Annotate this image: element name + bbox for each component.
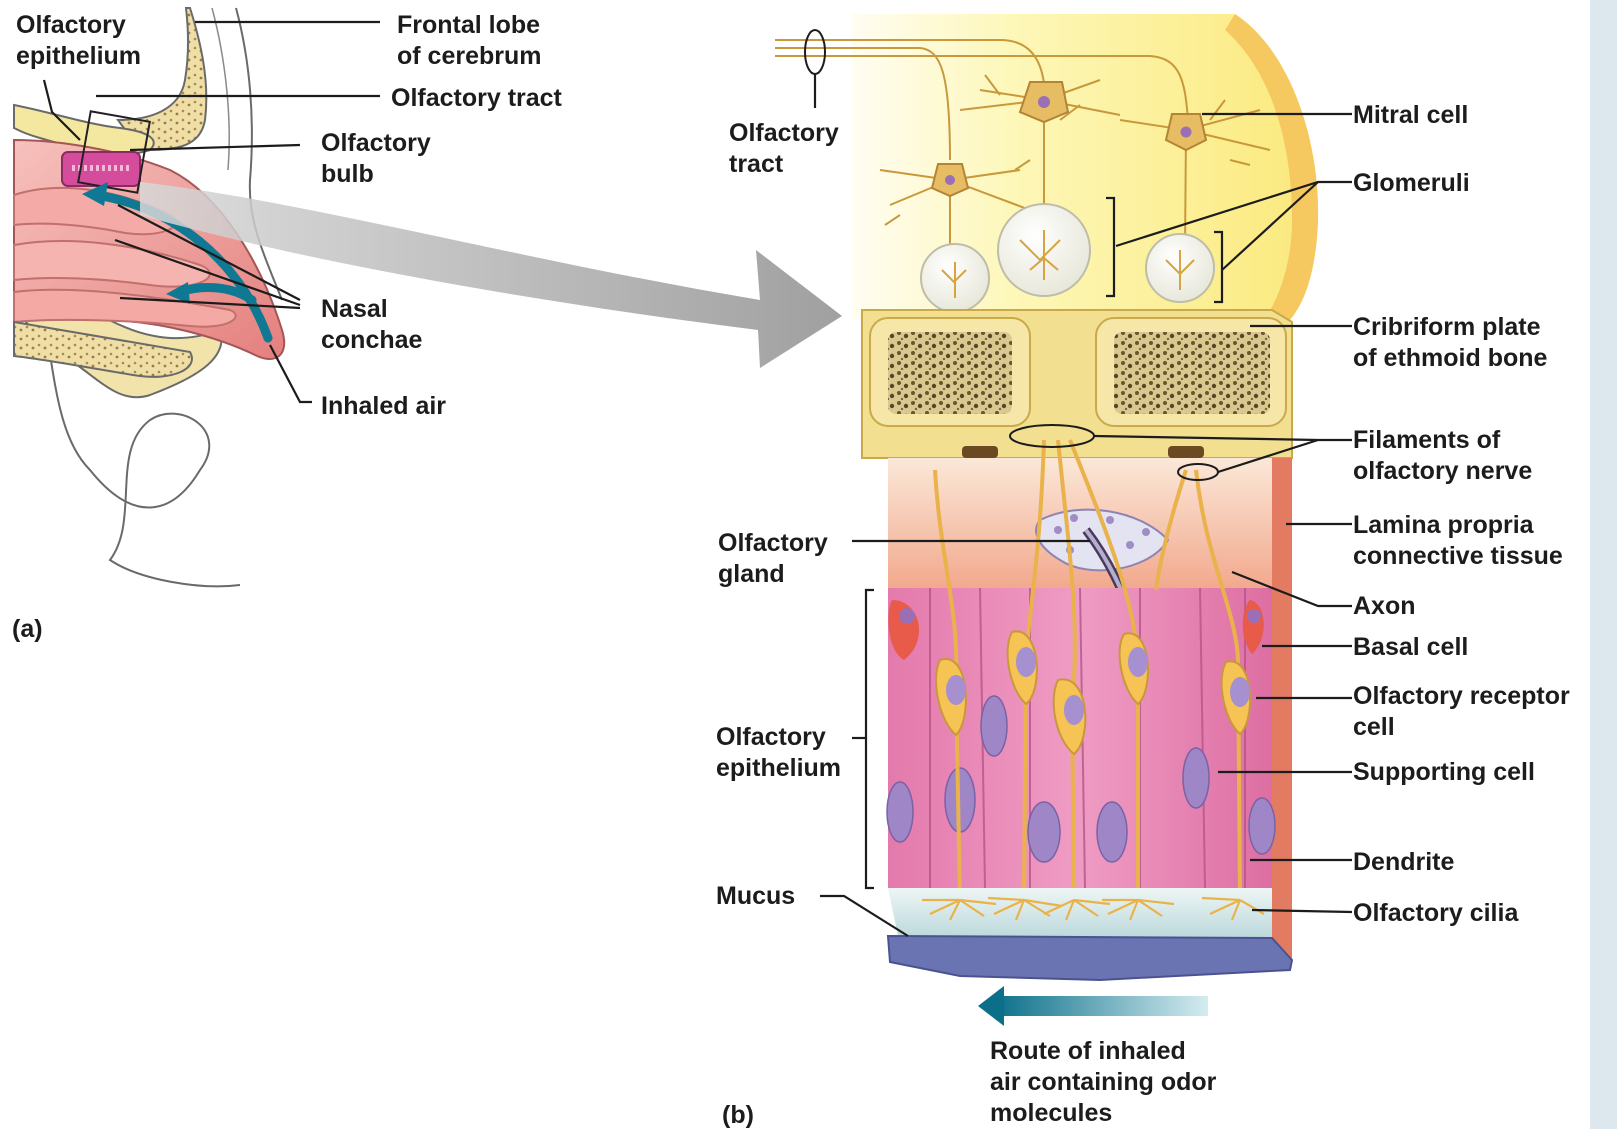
label-dendrite: Dendrite	[1353, 847, 1454, 878]
panel-a-tag: (a)	[12, 614, 43, 645]
label-cribriform-plate: Cribriform plate of ethmoid bone	[1353, 312, 1547, 374]
label-olfactory-bulb: Olfactory bulb	[321, 128, 431, 190]
label-a-olfactory-tract: Olfactory tract	[391, 83, 562, 114]
label-frontal-lobe: Frontal lobe of cerebrum	[397, 10, 541, 72]
label-route-of-air: Route of inhaled air containing odor mol…	[990, 1036, 1216, 1129]
label-olfactory-gland: Olfactory gland	[718, 528, 828, 590]
label-olfactory-receptor-cell: Olfactory receptor cell	[1353, 681, 1570, 743]
label-axon: Axon	[1353, 591, 1416, 622]
cribriform-plate	[862, 310, 1292, 458]
label-mucus: Mucus	[716, 881, 795, 912]
panel-b-section	[775, 14, 1318, 1026]
label-filaments: Filaments of olfactory nerve	[1353, 425, 1532, 487]
label-basal-cell: Basal cell	[1353, 632, 1468, 663]
route-air-arrow	[978, 986, 1208, 1026]
label-nasal-conchae: Nasal conchae	[321, 294, 422, 356]
panel-b-tag: (b)	[722, 1100, 754, 1131]
label-inhaled-air: Inhaled air	[321, 391, 446, 422]
label-a-olfactory-epithelium: Olfactory epithelium	[16, 10, 141, 72]
label-mitral-cell: Mitral cell	[1353, 100, 1468, 131]
label-olfactory-cilia: Olfactory cilia	[1353, 898, 1518, 929]
label-lamina-propria: Lamina propria connective tissue	[1353, 510, 1563, 572]
label-glomeruli: Glomeruli	[1353, 168, 1470, 199]
label-supporting-cell: Supporting cell	[1353, 757, 1535, 788]
right-edge-strip	[1590, 0, 1617, 1129]
label-b-olfactory-epithelium: Olfactory epithelium	[716, 722, 841, 784]
panel-a-head-section	[14, 8, 284, 586]
label-b-olfactory-tract: Olfactory tract	[729, 118, 839, 180]
